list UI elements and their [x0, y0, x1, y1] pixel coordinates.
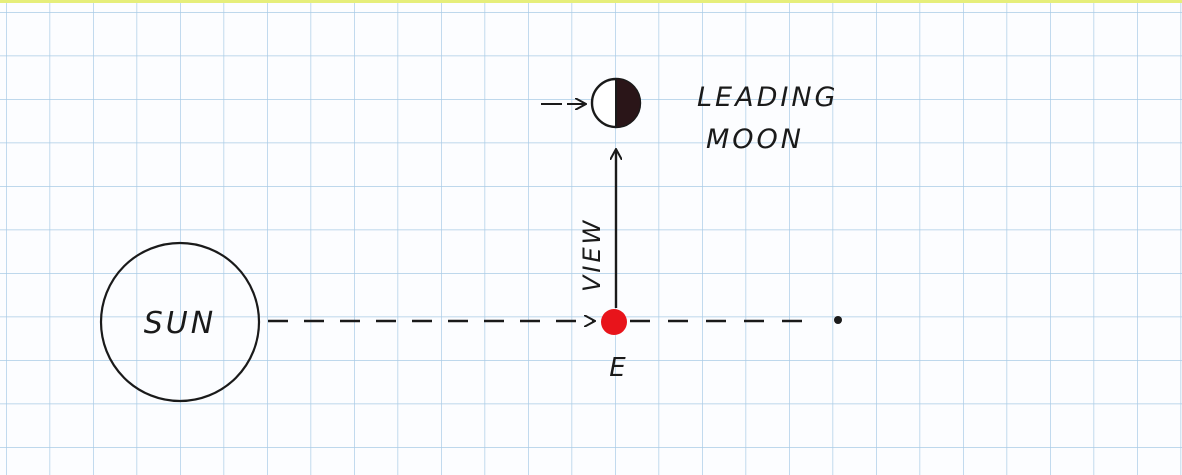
moon-label-line2: MOON [706, 124, 804, 155]
sun-label: SUN [144, 306, 216, 341]
moon-label-line1: LEADING [697, 82, 838, 113]
earth-dot [601, 309, 627, 335]
full-moon-position-dot [834, 316, 842, 324]
moon-icon [592, 79, 640, 127]
top-edge [0, 0, 1182, 3]
view-label: VIEW [578, 218, 606, 292]
earth-label: E [609, 353, 628, 383]
